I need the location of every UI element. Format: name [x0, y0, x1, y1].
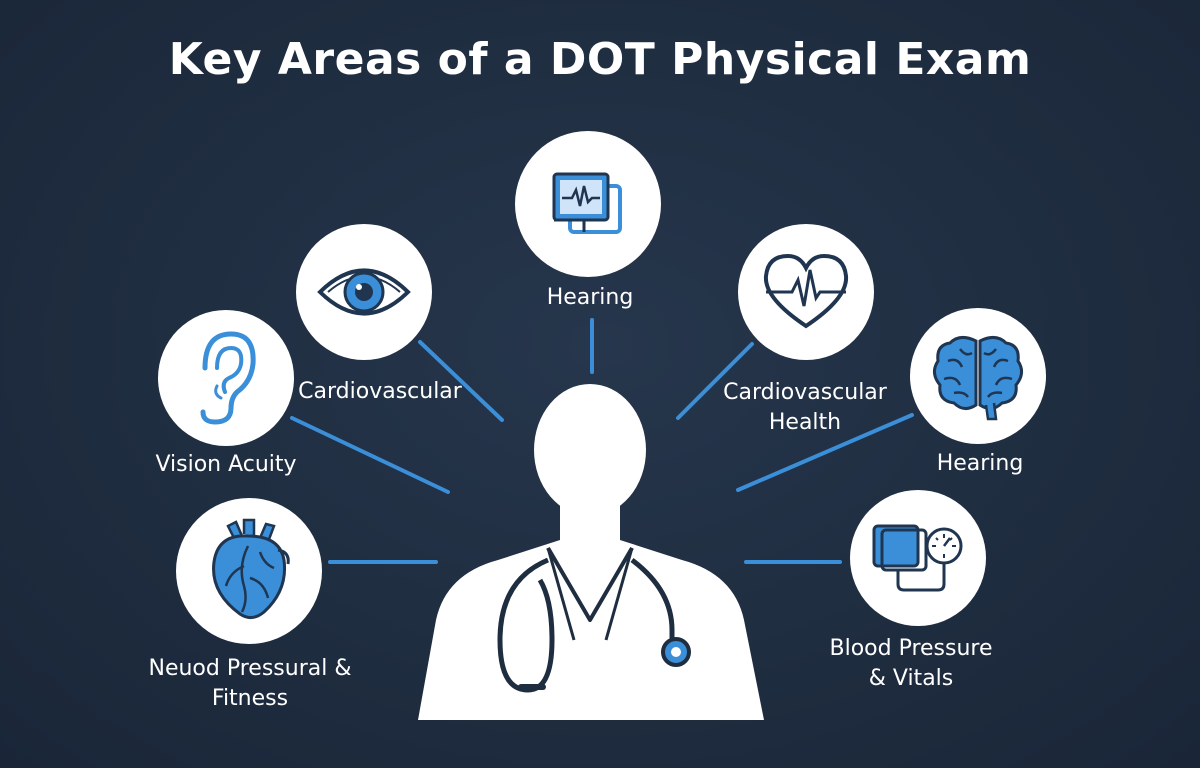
node-heart-ecg: [738, 224, 874, 360]
node-brain: [910, 308, 1046, 444]
ear-icon: [200, 331, 256, 425]
blood-pressure-cuff-icon: [872, 524, 963, 592]
brain-icon: [933, 336, 1023, 421]
connector-hearing-right: [736, 413, 914, 492]
heart-ecg-icon: [763, 253, 849, 329]
node-anatomical-heart: [176, 498, 322, 644]
connector-cardio-health: [676, 342, 754, 420]
connector-vision: [290, 416, 450, 494]
anatomical-heart-icon: [212, 518, 290, 619]
connector-cardiovascular: [418, 340, 504, 422]
node-monitor: [515, 131, 661, 277]
label-hearing-right: Hearing: [936, 451, 1024, 476]
label-hearing-top: Hearing: [546, 285, 634, 310]
monitor-ecg-icon: [552, 172, 622, 234]
page-title: Key Areas of a DOT Physical Exam: [168, 34, 1032, 85]
label-neuod: Neuod Pressural & Fitness: [148, 656, 352, 711]
label-cardio-health: Cardiovascular Health: [723, 380, 887, 435]
eye-icon: [317, 268, 411, 316]
label-cardiovascular: Cardiovascular: [298, 379, 462, 404]
label-vision-acuity: Vision Acuity: [155, 452, 297, 477]
node-ear: [158, 310, 294, 446]
node-blood-pressure: [850, 490, 986, 626]
node-eye: [296, 224, 432, 360]
label-blood-pressure: Blood Pressure & Vitals: [829, 636, 993, 691]
